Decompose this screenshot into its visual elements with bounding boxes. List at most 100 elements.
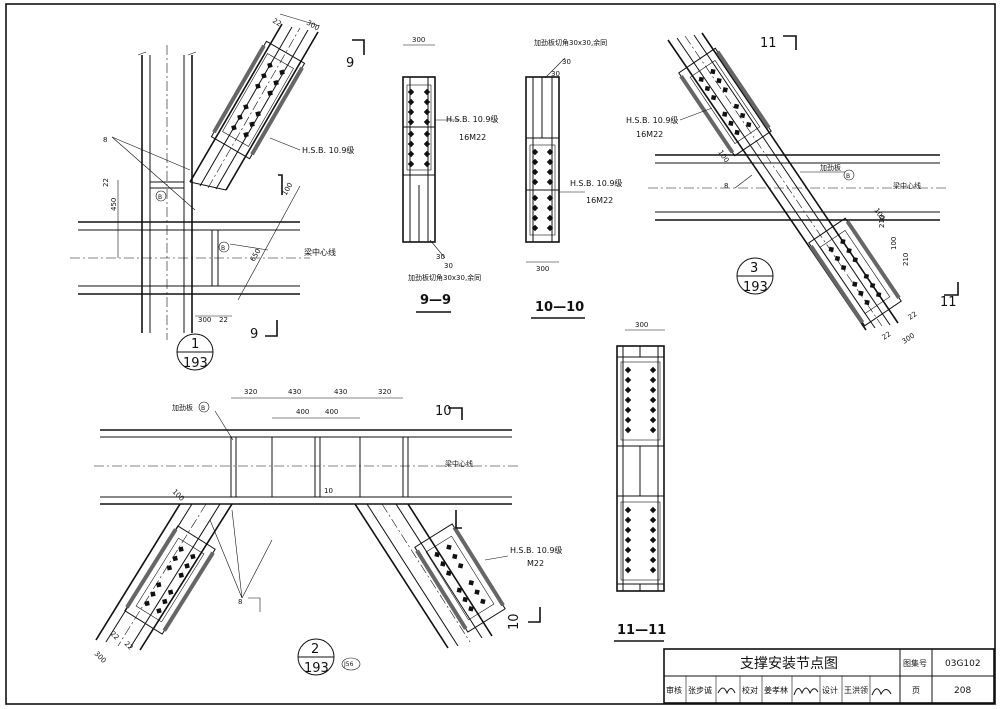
s1111-width: 300	[635, 321, 648, 329]
d2-bolt-note: H.S.B. 10.9级	[510, 545, 562, 555]
brace-splice-3b	[808, 217, 902, 327]
d1-dim-22c: 22	[219, 316, 228, 324]
title-block-atlas-label: 图集号	[903, 658, 927, 668]
review-signature	[717, 687, 736, 695]
d2-stiffener-label: 加劲板	[172, 403, 193, 412]
d2-dim-22a: 22	[109, 630, 121, 642]
d2-plate-tag: B	[201, 405, 205, 412]
d3-stiffener-label: 加劲板	[820, 163, 841, 172]
detail-3: 11 11 H.S.B. 10.9级 16M22 加劲板 B 梁中心线 100 …	[626, 32, 959, 346]
check-signature	[793, 687, 819, 696]
title-block-atlas-no: 03G102	[945, 659, 981, 669]
s99-bolt-count: 16M22	[459, 133, 486, 142]
d3-bolt-note: H.S.B. 10.9级	[626, 115, 678, 125]
d3-section-mark-bottom: 11	[940, 295, 957, 310]
d1-plate-tag-b: B	[221, 245, 225, 252]
d2-dim-8: 8	[238, 598, 242, 606]
s1010-width: 300	[536, 265, 549, 273]
d2-dim-22b: 22	[123, 640, 135, 652]
s1111-title: 11—11	[617, 623, 666, 638]
title-block-title: 支撑安装节点图	[740, 656, 838, 672]
d1-dim-22b: 22	[271, 17, 283, 28]
detail-2: 320 430 430 320 400 400 10 100 8 22 22 3…	[93, 388, 563, 676]
s1010-bolt-note: H.S.B. 10.9级	[570, 178, 622, 188]
s99-stiffener-note: 加劲板切角30x30,余同	[408, 273, 481, 282]
d3-beam-centerline: 梁中心线	[893, 181, 921, 190]
d3-dim-210b: 210	[902, 253, 910, 266]
s99-d30a: 30	[436, 253, 445, 261]
d2-dim-430b: 430	[334, 388, 347, 396]
brace-splice-1	[210, 40, 306, 160]
sheet-border	[5, 3, 996, 705]
s1010-d30b: 30	[551, 70, 560, 78]
d2-dim-430a: 430	[288, 388, 301, 396]
d3-dim-100a: 100	[716, 149, 730, 165]
s1010-d30a: 30	[562, 58, 571, 66]
d2-dim-100: 100	[171, 488, 186, 503]
brace-splice-2b	[414, 523, 506, 633]
d3-dim-100c: 100	[890, 237, 898, 250]
d1-dim-300b: 300	[198, 316, 211, 324]
d3-ref-bottom: 193	[743, 280, 768, 295]
d3-dim-300: 300	[901, 332, 917, 346]
d3-dim-22b: 22	[881, 330, 893, 342]
d2-beam-centerline: 梁中心线	[445, 459, 473, 468]
d2-dim-300: 300	[93, 650, 108, 665]
d1-ref-top: 1	[191, 337, 199, 352]
section-10-10: 加劲板切角30x30,余同 30 30 H.S.B. 10.9级 16M22 3…	[525, 38, 622, 319]
d1-dim-450: 450	[110, 198, 118, 211]
title-block-review-label: 审核	[666, 685, 682, 695]
title-block: 支撑安装节点图 图集号 03G102 审核 张步诚 校对 姜孝林 设计 王洪领 …	[663, 648, 995, 704]
title-block-page: 208	[954, 686, 971, 696]
d3-dim-210a: 210	[878, 215, 886, 228]
d2-dim-10: 10	[324, 487, 333, 495]
brace-splice-3a	[678, 47, 772, 157]
d3-ref-top: 3	[750, 261, 758, 276]
design-signature	[871, 688, 892, 696]
brace-splice-2a	[124, 525, 216, 635]
title-block-check-name: 姜孝林	[764, 685, 788, 695]
s1010-bolt-count: 16M22	[586, 196, 613, 205]
s99-bolt-note: H.S.B. 10.9级	[446, 114, 498, 124]
d2-dim-320b: 320	[378, 388, 391, 396]
d3-section-mark-top: 11	[760, 36, 777, 51]
d3-dim-22a: 22	[907, 310, 919, 322]
detail-1: 8 22 450 300 22 100 650 300 22 H.S.B. 10…	[70, 13, 365, 371]
d1-beam-centerline: 梁中心线	[304, 247, 336, 257]
title-block-page-label: 页	[912, 686, 920, 695]
title-block-design-label: 设计	[822, 685, 838, 695]
d1-dim-22a: 22	[102, 178, 110, 187]
d2-dim-400b: 400	[325, 408, 338, 416]
d2-dim-400a: 400	[296, 408, 309, 416]
s1010-title: 10—10	[535, 300, 584, 315]
d3-bolt-count: 16M22	[636, 130, 663, 139]
s99-d30b: 30	[444, 262, 453, 270]
d1-section-mark-bottom: 9	[250, 327, 258, 342]
d3-dim-8: 8	[724, 182, 728, 190]
s1010-stiffener-note: 加劲板切角30x30,余同	[534, 38, 607, 47]
d1-dim-650: 650	[249, 247, 263, 263]
title-block-check-label: 校对	[742, 685, 758, 695]
d1-bolt-note: H.S.B. 10.9级	[302, 145, 354, 155]
d1-dim-8: 8	[103, 136, 107, 144]
d2-ref-top: 2	[311, 642, 319, 657]
d2-section-mark-top: 10	[435, 404, 452, 419]
d2-section-mark-bottom: 10	[507, 613, 522, 630]
d1-ref-bottom: 193	[183, 356, 208, 371]
d1-plate-tag-a: B	[158, 194, 162, 201]
section-9-9: 300 H.S.B. 10.9级 16M22 30 30 加劲板切角30x30,…	[402, 36, 498, 313]
d3-plate-tag: B	[846, 173, 850, 180]
d1-section-mark-top: 9	[346, 56, 354, 71]
section-9-9-bolts	[407, 88, 431, 168]
d2-ref-page: J56	[343, 661, 354, 668]
s99-title: 9—9	[420, 293, 451, 308]
s99-width: 300	[412, 36, 425, 44]
section-11-11: 300 11—11	[614, 321, 666, 642]
d1-dim-100: 100	[281, 181, 295, 197]
title-block-review-name: 张步诚	[688, 685, 712, 695]
d2-ref-bottom: 193	[304, 661, 329, 676]
title-block-design-name: 王洪领	[844, 685, 868, 695]
d2-bolt-count: M22	[527, 559, 544, 568]
d2-dim-320a: 320	[244, 388, 257, 396]
